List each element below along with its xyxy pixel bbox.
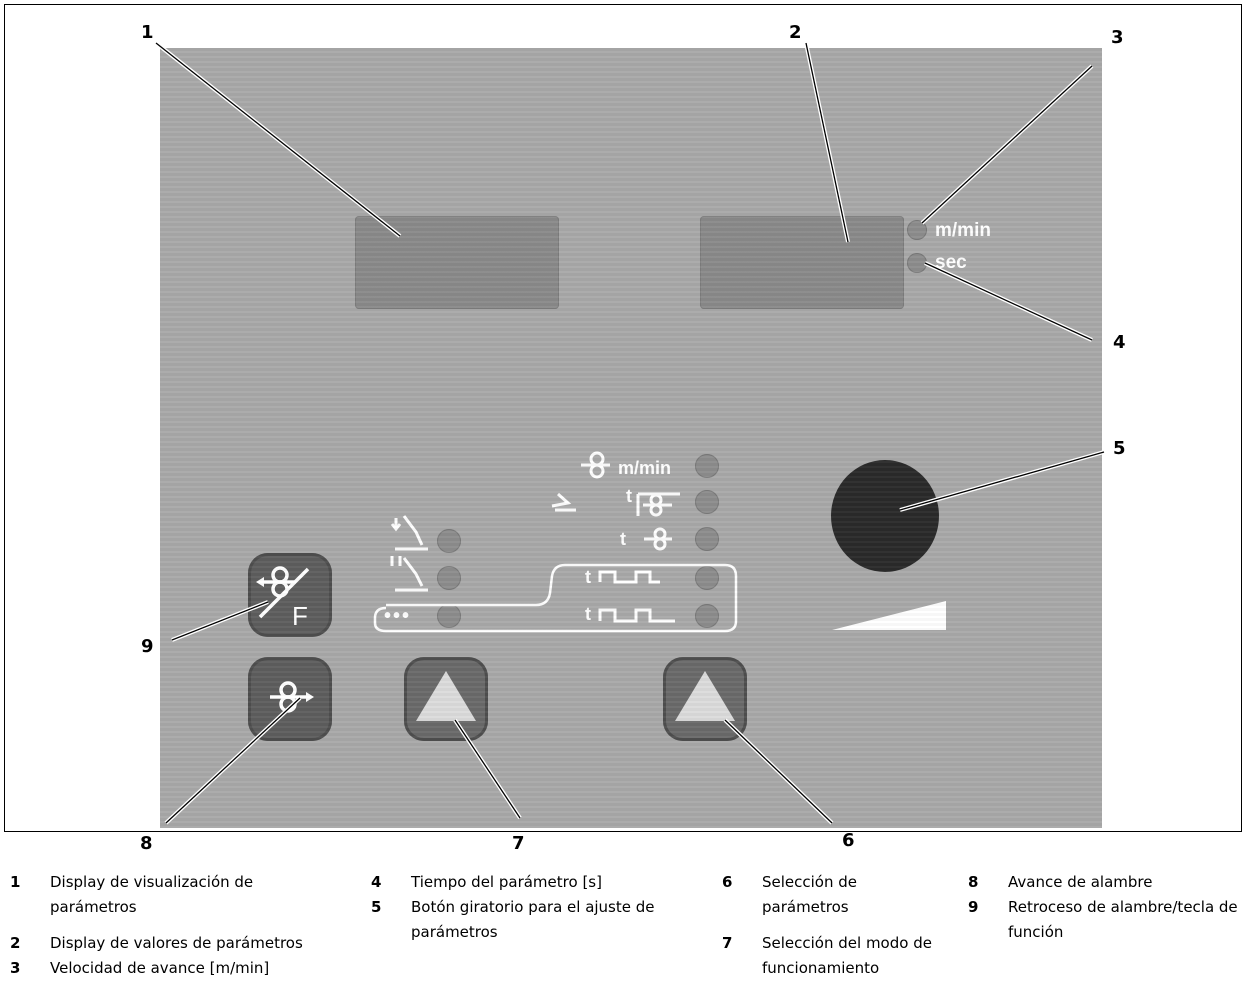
callout-8: 8 bbox=[140, 833, 153, 854]
diagram-frame bbox=[4, 4, 1242, 832]
callout-1: 1 bbox=[141, 22, 154, 43]
callout-2: 2 bbox=[789, 22, 802, 43]
callout-5: 5 bbox=[1113, 438, 1126, 459]
callout-9: 9 bbox=[141, 636, 154, 657]
callout-3: 3 bbox=[1111, 27, 1124, 48]
control-panel: m/min sec bbox=[160, 48, 1102, 828]
callout-7: 7 bbox=[512, 833, 525, 854]
callout-4: 4 bbox=[1113, 332, 1126, 353]
callout-6: 6 bbox=[842, 830, 855, 851]
